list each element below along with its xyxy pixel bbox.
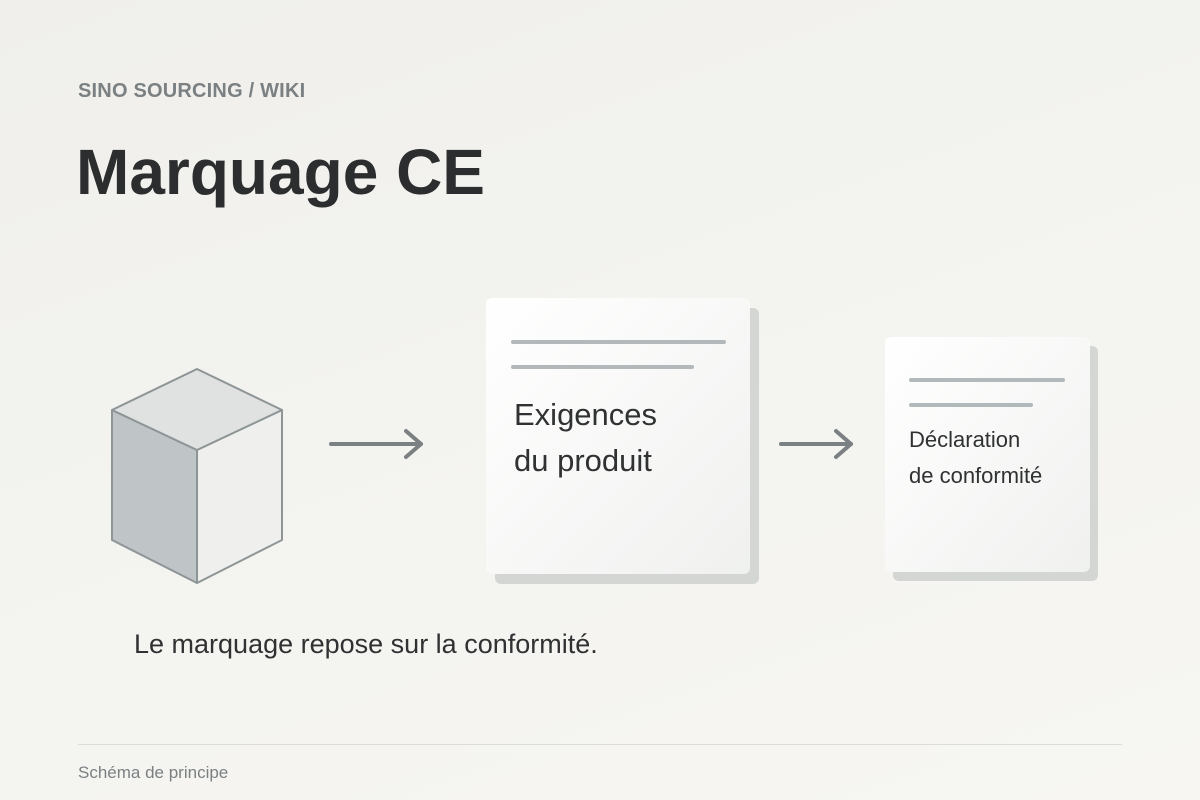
declaration-card-label: Déclaration de conformité [909, 422, 1042, 494]
arrow-right-icon [329, 429, 423, 459]
diagram-caption: Le marquage repose sur la conformité. [134, 629, 598, 659]
footer-divider [78, 744, 1122, 745]
requirements-label-line1: Exigences [514, 397, 658, 432]
declaration-label-line2: de conformité [909, 463, 1043, 488]
arrow-right-icon [779, 429, 853, 459]
product-cube-icon [111, 368, 283, 584]
breadcrumb: SINO SOURCING / WIKI [78, 80, 306, 102]
requirements-card [486, 298, 759, 584]
requirements-card-label: Exigences du produit [514, 392, 657, 484]
declaration-label-line1: Déclaration [909, 427, 1021, 452]
footer-note: Schéma de principe [78, 763, 229, 782]
requirements-label-line2: du produit [514, 443, 652, 478]
page-title: Marquage CE [76, 136, 485, 208]
declaration-card [885, 337, 1098, 581]
